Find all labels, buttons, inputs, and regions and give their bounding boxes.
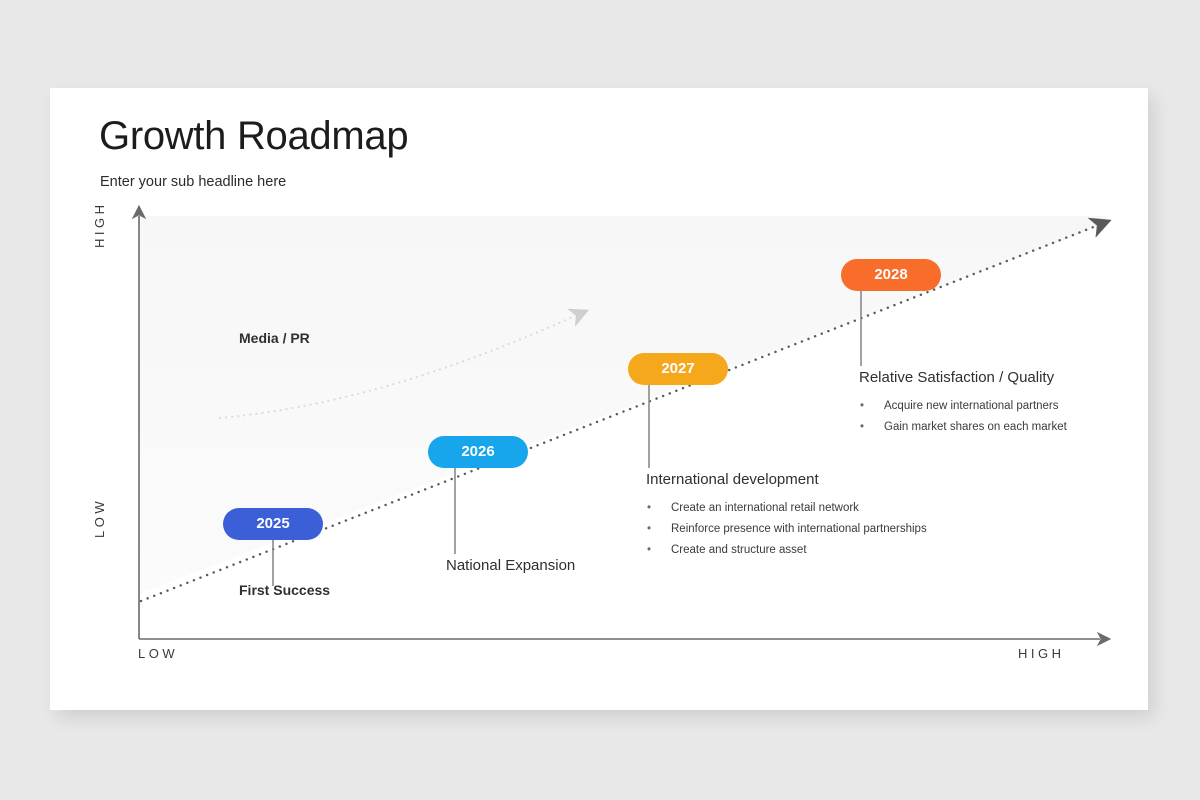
axis-label-y-high: HIGH	[92, 201, 107, 249]
milestone-pill-2027[interactable]: 2027	[628, 353, 728, 385]
milestone-title-2026: National Expansion	[446, 557, 576, 574]
milestone-pill-2026[interactable]: 2026	[428, 436, 528, 468]
milestone-pill-2025[interactable]: 2025	[223, 508, 323, 540]
list-item: • Reinforce presence with international p…	[647, 519, 927, 540]
bullet-icon: •	[647, 544, 652, 556]
roadmap-chart: HIGH LOW LOW HIGH Media / PR 2025 First …	[50, 88, 1148, 710]
list-item: • Create an international retail network	[647, 498, 927, 519]
milestone-bullets-2027: •Create an international retail network …	[647, 498, 927, 561]
list-item-label: Create and structure asset	[671, 544, 807, 556]
bullet-icon: •	[647, 523, 652, 535]
list-item: • Create and structure asset	[647, 540, 927, 561]
axis-label-x-low: LOW	[138, 646, 179, 661]
milestone-pill-2028[interactable]: 2028	[841, 259, 941, 291]
bullet-icon: •	[647, 502, 652, 514]
milestone-title-2027: International development	[646, 471, 819, 488]
page-title: Growth Roadmap	[99, 114, 409, 158]
milestone-title-2028: Relative Satisfaction / Quality	[859, 369, 1055, 386]
page-subtitle: Enter your sub headline here	[100, 174, 287, 190]
list-item-label: Create an international retail network	[671, 502, 859, 514]
list-item: • Acquire new international partners	[860, 396, 1067, 417]
bullet-icon: •	[860, 400, 865, 412]
plot-region-fill	[139, 216, 1105, 594]
axis-label-y-low: LOW	[92, 497, 107, 538]
milestone-bullets-2028: • Acquire new international partners • Gai…	[860, 396, 1067, 438]
media-pr-curve	[218, 308, 590, 420]
list-item-label: Gain market shares on each market	[884, 421, 1067, 433]
list-item: • Gain market shares on each market	[860, 417, 1067, 438]
list-item-label: Reinforce presence with international pa…	[671, 523, 927, 535]
list-item-label: Acquire new international partners	[884, 400, 1059, 412]
milestone-title-2025: First Success	[239, 582, 331, 598]
bullet-icon: •	[860, 421, 865, 433]
media-pr-label: Media / PR	[239, 330, 310, 346]
slide-card: Growth Roadmap Enter your sub headline h…	[50, 88, 1148, 710]
axis-label-x-high: HIGH	[1018, 646, 1065, 661]
